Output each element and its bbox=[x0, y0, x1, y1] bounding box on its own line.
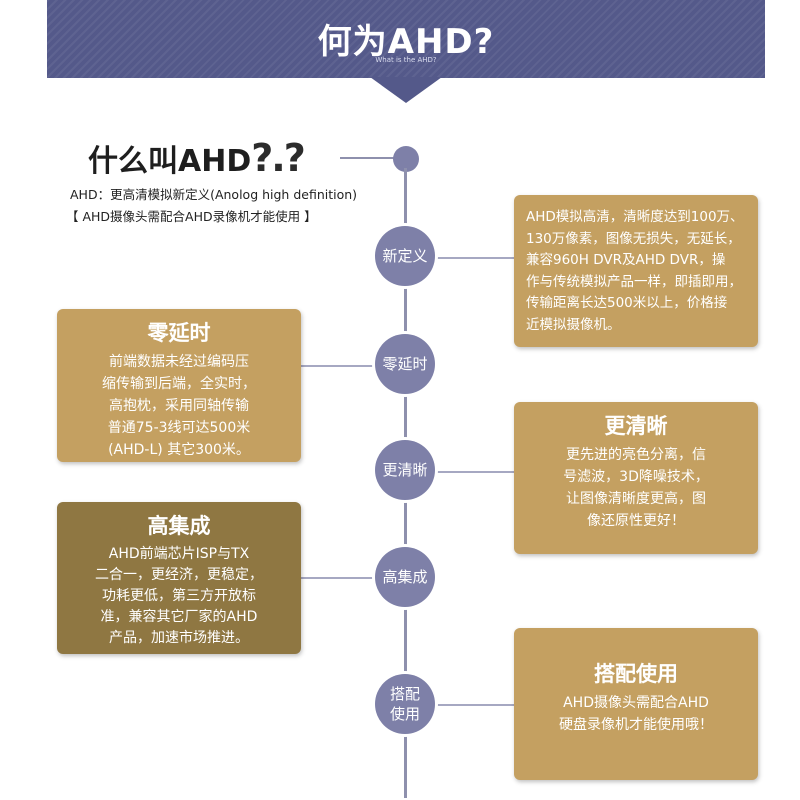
card-pairing-title: 搭配使用 bbox=[594, 662, 678, 686]
card-zero-delay: 零延时 前端数据未经过编码压 缩传输到后端，全实时， 高抱枕，采用同轴传输 普通… bbox=[57, 309, 301, 462]
node-integration: 高集成 bbox=[375, 547, 435, 607]
node-pairing: 搭配 使用 bbox=[375, 674, 435, 734]
banner-title: 何为AHD? bbox=[317, 22, 495, 62]
timeline-top-dot bbox=[393, 146, 419, 172]
connector-clearer bbox=[435, 471, 515, 473]
card-integration-title: 高集成 bbox=[147, 514, 211, 538]
card-pairing-body: AHD摄像头需配合AHD 硬盘录像机才能使用哦！ bbox=[559, 695, 713, 733]
card-integration: 高集成 AHD前端芯片ISP与TX 二合一，更经济，更稳定， 功耗更低，第三方开… bbox=[57, 502, 301, 654]
question-marks: ?.? bbox=[251, 136, 306, 180]
card-pairing: 搭配使用 AHD摄像头需配合AHD 硬盘录像机才能使用哦！ bbox=[514, 628, 758, 780]
card-clearer-body: 更先进的亮色分离，信 号滤波，3D降噪技术， 让图像清晰度更高，图 像还原性更好… bbox=[563, 447, 709, 529]
node-pairing-line1: 搭配 bbox=[389, 685, 420, 703]
banner-subtitle: What is the AHD? bbox=[375, 56, 437, 64]
connector-pairing bbox=[435, 704, 515, 706]
card-zero-delay-body: 前端数据未经过编码压 缩传输到后端，全实时， 高抱枕，采用同轴传输 普通75-3… bbox=[102, 354, 256, 458]
banner-pointer bbox=[370, 77, 442, 103]
connector-zero-delay bbox=[300, 365, 375, 367]
card-integration-body: AHD前端芯片ISP与TX 二合一，更经济，更稳定， 功耗更低，第三方开放标 准… bbox=[95, 546, 263, 646]
card-clearer-title: 更清晰 bbox=[604, 414, 668, 438]
card-clearer: 更清晰 更先进的亮色分离，信 号滤波，3D降噪技术， 让图像清晰度更高，图 像还… bbox=[514, 402, 758, 554]
node-zero-delay: 零延时 bbox=[375, 334, 435, 394]
connector-definition bbox=[435, 257, 515, 259]
card-definition: AHD模拟高清，清晰度达到100万、 130万像素，图像无损失，无延长， 兼容9… bbox=[514, 195, 758, 347]
card-definition-body: AHD模拟高清，清晰度达到100万、 130万像素，图像无损失，无延长， 兼容9… bbox=[526, 209, 744, 333]
node-definition: 新定义 bbox=[375, 226, 435, 286]
intro-title-text: 什么叫AHD bbox=[88, 144, 252, 179]
intro-description: AHD：更高清模拟新定义(Anolog high definition) bbox=[70, 187, 358, 202]
header-banner: 何为AHD? What is the AHD? bbox=[47, 0, 765, 78]
node-clearer: 更清晰 bbox=[375, 440, 435, 500]
intro-connector bbox=[340, 157, 400, 159]
card-zero-delay-title: 零延时 bbox=[147, 321, 211, 345]
intro-note: 【 AHD摄像头需配合AHD录像机才能使用 】 bbox=[66, 209, 317, 224]
intro-title: 什么叫AHD?.? bbox=[88, 136, 306, 180]
connector-integration bbox=[300, 577, 375, 579]
node-pairing-line2: 使用 bbox=[389, 705, 420, 723]
